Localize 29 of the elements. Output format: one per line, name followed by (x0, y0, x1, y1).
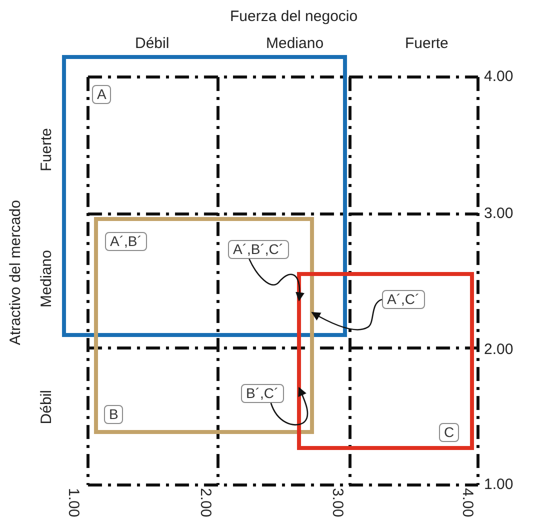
column-label: Fuerte (405, 35, 448, 53)
item-tag: B (104, 405, 124, 424)
tick-label: 2.00 (484, 341, 514, 359)
axis-title: Atractivo del mercado (7, 200, 25, 346)
tick-label: 3.00 (484, 205, 514, 223)
row-label: Mediano (38, 250, 56, 308)
tick-label: 3.00 (328, 488, 346, 518)
item-tag: A´,B´,C´ (228, 240, 289, 259)
axis-title: Fuerza del negocio (230, 8, 358, 26)
arrow (270, 386, 308, 426)
tick-label: 1.00 (64, 488, 82, 518)
row-label: Fuerte (38, 128, 56, 172)
region-outline (94, 217, 314, 434)
column-label: Mediano (266, 35, 324, 53)
region-outline (297, 272, 474, 450)
item-tag: C (439, 423, 460, 442)
column-label: Débil (135, 35, 170, 53)
tick-label: 2.00 (196, 488, 214, 518)
tick-label: 1.00 (484, 476, 514, 494)
region-outline (62, 55, 347, 337)
item-tag: B´,C´ (241, 384, 284, 403)
arrow (311, 298, 382, 330)
item-tag: A (92, 85, 112, 104)
tick-label: 4.00 (484, 68, 514, 86)
tick-label: 4.00 (458, 488, 476, 518)
item-tag: A´,C´ (382, 290, 425, 309)
arrow (248, 258, 304, 302)
row-label: Débil (38, 390, 56, 424)
item-tag: A´,B´ (105, 232, 147, 251)
